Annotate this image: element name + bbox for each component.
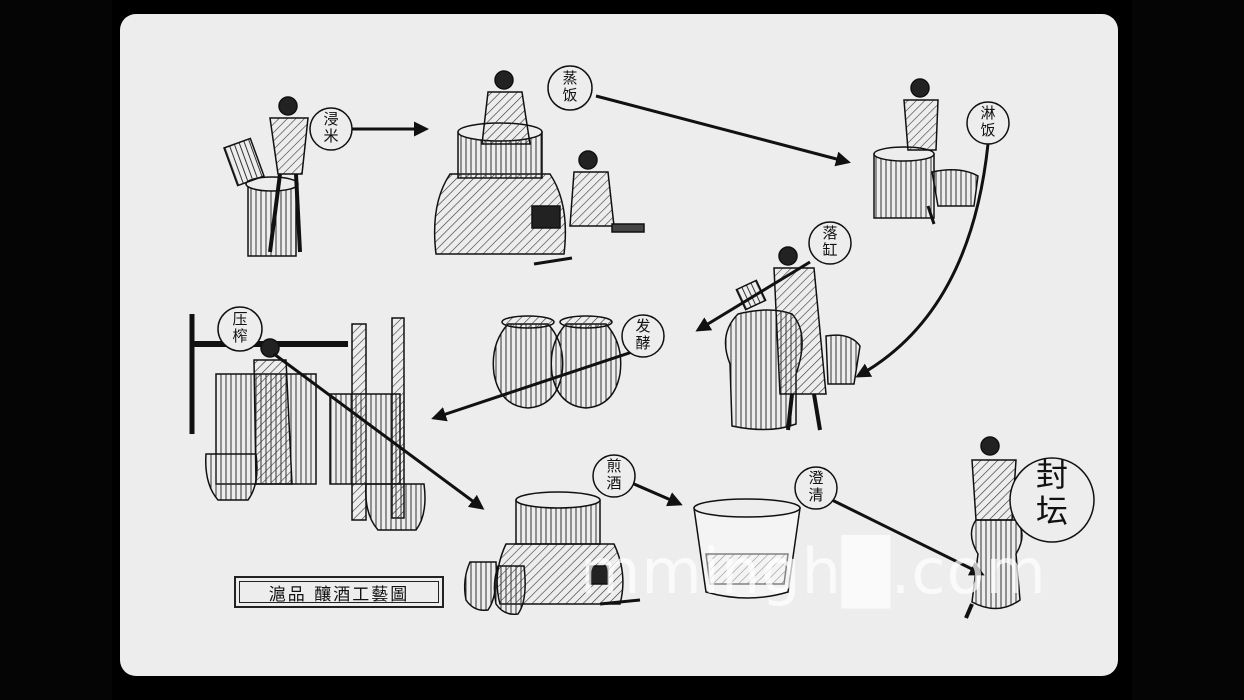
label-seal: 封坛 xyxy=(1009,456,1095,543)
svg-text:压榨: 压榨 xyxy=(232,310,247,345)
watermark: mmingh█.com xyxy=(580,535,1047,608)
label-steam: 蒸饭 xyxy=(547,65,593,111)
arrow-press-to-decoct xyxy=(273,352,485,510)
process-arrows xyxy=(273,94,990,576)
process-diagram-panel: 浸米 蒸饭 淋饭 落缸 发酵 压榨 煎酒 澄清 xyxy=(120,14,1118,676)
svg-text:封坛: 封坛 xyxy=(1036,456,1068,530)
arrow-steam-to-pour xyxy=(595,94,851,167)
left-black-bar xyxy=(0,0,112,700)
label-decoct: 煎酒 xyxy=(592,454,636,498)
plaque-text: 滬品 釀酒工藝圖 xyxy=(268,584,410,605)
scene-steam-rice xyxy=(433,70,645,266)
label-pour: 淋饭 xyxy=(966,101,1010,145)
svg-text:澄清: 澄清 xyxy=(808,469,823,504)
svg-text:发酵: 发酵 xyxy=(635,317,650,352)
arrow-ferment-to-press xyxy=(431,348,639,422)
scene-fall-into-vat xyxy=(724,246,861,431)
arrow-clarify-to-seal xyxy=(831,498,985,576)
scene-soak-rice xyxy=(223,96,309,257)
label-vat: 落缸 xyxy=(808,221,852,265)
arrow-vat-to-ferment xyxy=(695,260,811,332)
svg-text:煎酒: 煎酒 xyxy=(606,457,621,492)
scene-press xyxy=(189,314,426,531)
label-soak: 浸米 xyxy=(309,107,353,151)
scene-seal-jar xyxy=(964,436,1023,619)
process-illustration: 浸米 蒸饭 淋饭 落缸 发酵 压榨 煎酒 澄清 xyxy=(189,65,1095,619)
label-soak-line1: 浸米 xyxy=(323,110,338,145)
right-black-bar xyxy=(1132,0,1244,700)
svg-text:落缸: 落缸 xyxy=(822,224,837,259)
scene-decoct-wine xyxy=(463,491,641,616)
arrow-decoct-to-clarify xyxy=(633,482,683,507)
label-clarify: 澄清 xyxy=(794,466,838,510)
arrow-pour-to-vat xyxy=(855,143,990,378)
scene-ferment-jars xyxy=(492,315,622,409)
svg-text:蒸饭: 蒸饭 xyxy=(562,69,577,104)
label-ferment: 发酵 xyxy=(621,314,665,358)
title-plaque: 滬品 釀酒工藝圖 xyxy=(234,576,444,608)
label-press: 压榨 xyxy=(217,306,263,352)
scene-clarify xyxy=(693,498,801,599)
scene-pour-rice xyxy=(873,78,979,225)
svg-text:淋饭: 淋饭 xyxy=(980,104,995,139)
